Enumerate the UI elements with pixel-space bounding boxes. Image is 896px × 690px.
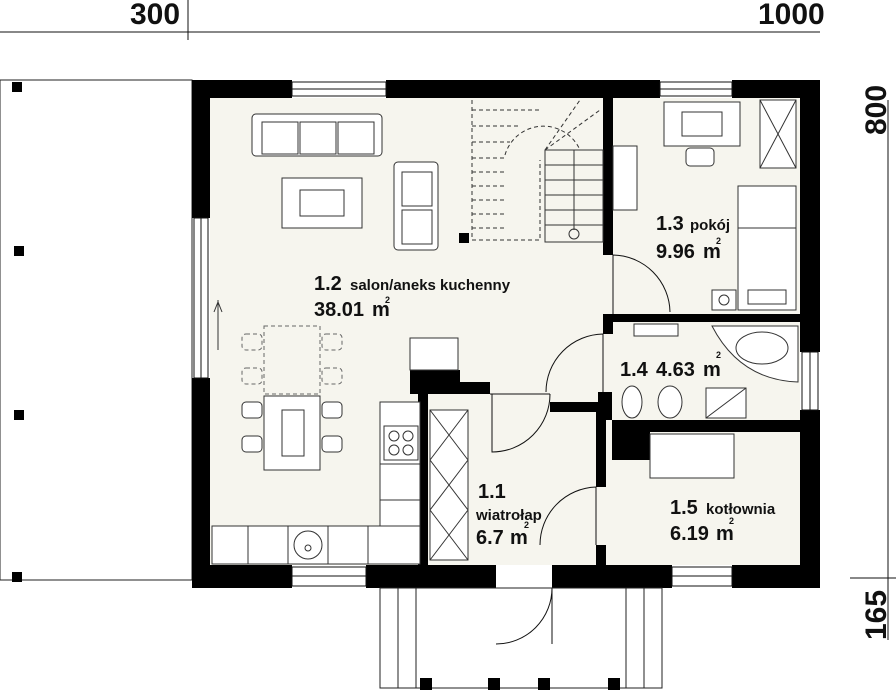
room-label-lazienka: 1.4 4.63 m 2	[620, 350, 721, 381]
room-name: salon/aneks kuchenny	[350, 277, 511, 294]
window-arrow-icon	[213, 300, 223, 350]
room-unit: m	[372, 299, 390, 321]
room-unit: m	[510, 527, 528, 549]
room-name: kotłownia	[706, 501, 776, 518]
wardrobe	[429, 409, 469, 561]
dimension-label-165: 165	[860, 590, 893, 640]
dimension-label-300: 300	[130, 0, 180, 31]
room-label-salon: 1.2 salon/aneks kuchenny 38.01 m 2	[314, 273, 511, 321]
porch-posts	[420, 678, 620, 690]
room-unit: m	[703, 241, 721, 263]
windows	[193, 81, 819, 587]
room-area: 9.96	[656, 241, 695, 263]
room-unit-sup: 2	[385, 295, 390, 305]
top-dimension-line	[0, 0, 820, 40]
boiler-unit	[649, 433, 735, 479]
room-unit-sup: 2	[716, 350, 721, 360]
room-number: 1.5	[670, 497, 698, 519]
stove-icon	[383, 425, 419, 461]
room-number: 1.2	[314, 273, 342, 295]
room-number: 1.3	[656, 213, 684, 235]
shelf	[612, 145, 638, 211]
boiler-icon	[705, 387, 747, 419]
kitchen-counter	[211, 401, 421, 565]
fridge-icon	[409, 337, 459, 371]
entrance-porch	[379, 587, 663, 689]
room-area: 38.01	[314, 299, 364, 321]
room-unit: m	[716, 523, 734, 545]
room-area: 4.63	[656, 359, 695, 381]
terrace	[0, 79, 193, 582]
room-label-kotlownia: 1.5 kotłownia 6.19 m 2	[670, 497, 776, 545]
room-number: 1.4	[620, 359, 649, 381]
room-label-pokoj: 1.3 pokój 9.96 m 2	[656, 213, 730, 263]
room-area: 6.19	[670, 523, 709, 545]
desk	[663, 101, 741, 167]
room-unit: m	[703, 359, 721, 381]
bathtub-icon	[711, 325, 799, 383]
toilet-icon	[621, 385, 683, 419]
armchair-sofa	[393, 161, 439, 251]
room-name: pokój	[690, 217, 730, 234]
room-name: wiatrołap	[475, 507, 542, 524]
staircase	[471, 99, 604, 243]
chimney-marker	[459, 233, 469, 243]
room-unit-sup: 2	[524, 520, 529, 530]
room-unit-sup: 2	[716, 236, 721, 246]
right-dimension-line	[850, 100, 896, 640]
exterior-walls	[192, 80, 820, 588]
bed	[737, 185, 797, 311]
interior-walls	[410, 98, 800, 565]
sofa	[251, 113, 383, 157]
dining-table	[241, 395, 343, 471]
wardrobe-bedroom	[759, 99, 797, 169]
coffee-table	[281, 177, 363, 229]
dimension-label-800: 800	[860, 85, 893, 135]
sink-icon	[293, 530, 323, 560]
washbasin-icon	[633, 323, 679, 337]
dimension-label-1000: 1000	[758, 0, 825, 31]
room-number: 1.1	[478, 481, 506, 503]
floor-area	[210, 98, 800, 565]
room-label-wiatrolap: 1.1 wiatrołap 6.7 m 2	[475, 481, 542, 549]
room-area: 6.7	[476, 527, 504, 549]
room-unit-sup: 2	[729, 516, 734, 526]
washing-machine-icon	[711, 289, 737, 311]
table-dashed-outline	[241, 325, 343, 395]
